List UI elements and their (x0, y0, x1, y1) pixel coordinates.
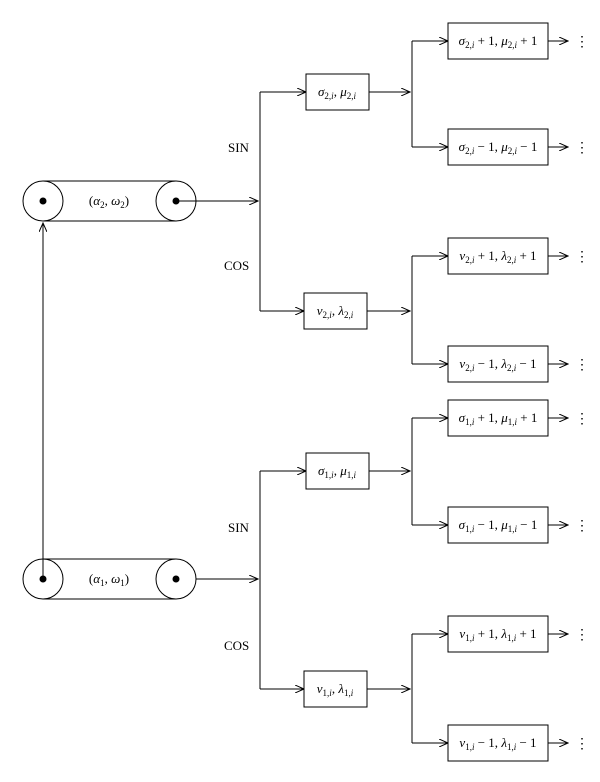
continuation-g1-cos-plus: ⋮ (575, 627, 589, 643)
continuation-g2-cos-minus: ⋮ (575, 357, 589, 373)
group-2-cos-label: COS (224, 258, 249, 273)
node-g1-cos-plus: ν1,i + 1, λ1,i + 1 (447, 615, 549, 653)
svg-text:σ2,i − 1, μ2,i − 1: σ2,i − 1, μ2,i − 1 (459, 139, 538, 156)
pulley-top: (α2, ω2) (22, 180, 197, 222)
node-g1-cos: ν1,i, λ1,i (303, 670, 368, 708)
group-1-cos-label: COS (224, 638, 249, 653)
continuation-g2-sin-minus: ⋮ (575, 140, 589, 156)
svg-text:σ1,i − 1, μ1,i − 1: σ1,i − 1, μ1,i − 1 (459, 517, 538, 534)
svg-text:σ1,i, μ1,i: σ1,i, μ1,i (318, 463, 356, 480)
svg-text:σ2,i + 1, μ2,i + 1: σ2,i + 1, μ2,i + 1 (459, 33, 538, 50)
svg-text:ν1,i, λ1,i: ν1,i, λ1,i (317, 681, 354, 698)
node-g2-sin-plus: σ2,i + 1, μ2,i + 1 (447, 22, 549, 60)
pulley-bottom: (α1, ω1) (22, 558, 197, 600)
node-g2-cos: ν2,i, λ2,i (303, 292, 368, 330)
svg-text:σ2,i, μ2,i: σ2,i, μ2,i (318, 84, 356, 101)
group-1-sin-label: SIN (228, 520, 250, 535)
continuation-g2-sin-plus: ⋮ (575, 34, 589, 50)
group-2-connectors (176, 41, 568, 364)
group-1-connectors (196, 418, 568, 743)
node-g2-sin: σ2,i, μ2,i (305, 73, 370, 111)
continuation-g1-sin-minus: ⋮ (575, 518, 589, 534)
node-g1-sin: σ1,i, μ1,i (305, 452, 370, 490)
node-g2-sin-minus: σ2,i − 1, μ2,i − 1 (447, 128, 549, 166)
svg-text:ν2,i + 1, λ2,i + 1: ν2,i + 1, λ2,i + 1 (459, 248, 536, 265)
node-g1-sin-minus: σ1,i − 1, μ1,i − 1 (447, 506, 549, 544)
continuation-g2-cos-plus: ⋮ (575, 249, 589, 265)
svg-text:ν1,i + 1, λ1,i + 1: ν1,i + 1, λ1,i + 1 (459, 626, 536, 643)
svg-text:ν2,i − 1, λ2,i − 1: ν2,i − 1, λ2,i − 1 (459, 356, 536, 373)
group-2-sin-label: SIN (228, 140, 250, 155)
node-g1-sin-plus: σ1,i + 1, μ1,i + 1 (447, 399, 549, 437)
svg-text:ν1,i − 1, λ1,i − 1: ν1,i − 1, λ1,i − 1 (459, 735, 536, 752)
svg-text:ν2,i, λ2,i: ν2,i, λ2,i (317, 303, 354, 320)
node-g2-cos-plus: ν2,i + 1, λ2,i + 1 (447, 237, 549, 275)
pulley-top-label: (α2, ω2) (89, 193, 129, 210)
node-g2-cos-minus: ν2,i − 1, λ2,i − 1 (447, 345, 549, 383)
node-g1-cos-minus: ν1,i − 1, λ1,i − 1 (447, 724, 549, 762)
continuation-g1-sin-plus: ⋮ (575, 411, 589, 427)
svg-text:σ1,i + 1, μ1,i + 1: σ1,i + 1, μ1,i + 1 (459, 410, 538, 427)
pulley-bottom-label: (α1, ω1) (89, 571, 129, 588)
continuation-g1-cos-minus: ⋮ (575, 736, 589, 752)
